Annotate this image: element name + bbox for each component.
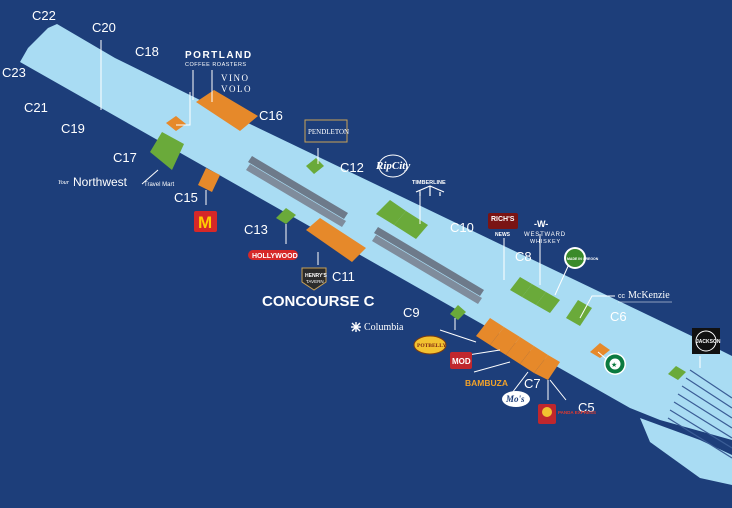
gate-c8[interactable]: C8 — [515, 249, 532, 264]
svg-text:-W-: -W- — [534, 219, 548, 229]
shop-westward[interactable] — [522, 284, 546, 305]
svg-text:Your: Your — [58, 180, 70, 186]
gate-c10[interactable]: C10 — [450, 220, 474, 235]
gate-c7[interactable]: C7 — [524, 376, 541, 391]
shop-c9[interactable] — [450, 305, 466, 320]
svg-text:Mo's: Mo's — [505, 394, 525, 404]
shop-made-in-oregon[interactable] — [536, 292, 560, 313]
westward-whiskey-logo[interactable]: -W- WESTWARD WHISKEY — [524, 219, 566, 245]
svg-text:WESTWARD: WESTWARD — [524, 232, 566, 238]
shop-c15[interactable] — [198, 168, 220, 192]
gate-c18[interactable]: C18 — [135, 44, 159, 59]
pendleton-logo[interactable]: PENDLETON — [304, 119, 349, 143]
gate-c6[interactable]: C6 — [610, 309, 627, 324]
shop-potbelly[interactable] — [476, 318, 504, 345]
shop-ripcity[interactable] — [376, 200, 406, 225]
svg-text:RICH'S: RICH'S — [491, 216, 515, 223]
svg-text:McKenzie: McKenzie — [628, 290, 670, 301]
retail-shops — [150, 132, 686, 380]
svg-text:M: M — [198, 213, 212, 232]
columbia-logo[interactable]: Columbia — [351, 322, 404, 333]
svg-text:VINO: VINO — [221, 73, 250, 83]
mcdonalds-logo[interactable]: M — [194, 211, 217, 232]
mos-logo[interactable]: Mo's — [502, 391, 530, 407]
potbelly-logo[interactable]: POTBELLY — [413, 335, 447, 355]
gate-c16[interactable]: C16 — [259, 108, 283, 123]
starbucks-logo[interactable]: ★ — [604, 353, 626, 375]
svg-text:HOLLYWOOD: HOLLYWOOD — [252, 253, 298, 260]
svg-text:NEWS: NEWS — [495, 232, 511, 238]
hollywood-logo[interactable]: HOLLYWOOD — [248, 250, 298, 260]
shop-timberline[interactable] — [394, 211, 428, 239]
svg-text:MOD: MOD — [452, 357, 471, 366]
svg-text:VOLO: VOLO — [221, 84, 252, 94]
jackson-logo[interactable]: JACKSON — [692, 328, 721, 354]
svg-text:PENDLETON: PENDLETON — [308, 128, 349, 136]
shop-c11[interactable] — [306, 218, 366, 262]
gate-c13[interactable]: C13 — [244, 222, 268, 237]
henrys-tavern-logo[interactable]: HENRY'S TAVERN — [301, 267, 328, 291]
svg-text:WHISKEY: WHISKEY — [530, 239, 561, 245]
shop-pendleton[interactable] — [306, 158, 324, 174]
shop-c13[interactable] — [276, 208, 296, 224]
mckenzie-logo[interactable]: cc McKenzie — [618, 290, 672, 303]
northwest-logo[interactable]: Your Northwest Travel Mart — [58, 175, 174, 189]
gate-c20[interactable]: C20 — [92, 20, 116, 35]
gate-c21[interactable]: C21 — [24, 100, 48, 115]
shop-c5[interactable] — [668, 366, 686, 380]
svg-text:POTBELLY: POTBELLY — [417, 343, 446, 349]
concourse-connector — [640, 418, 732, 485]
moving-walkway — [246, 156, 348, 227]
gate-c17[interactable]: C17 — [113, 150, 137, 165]
concourse-label: CONCOURSE C — [262, 293, 375, 310]
svg-text:★: ★ — [611, 361, 617, 369]
gate-labels: C22 C20 C23 C18 C21 C19 C16 C17 C15 C12 … — [2, 8, 627, 415]
svg-text:TIMBERLINE: TIMBERLINE — [412, 180, 446, 186]
svg-text:Columbia: Columbia — [364, 322, 404, 333]
timberline-logo[interactable]: TIMBERLINE — [412, 180, 446, 196]
mod-logo[interactable]: MOD — [450, 352, 472, 369]
svg-text:Northwest: Northwest — [73, 175, 128, 189]
shop-panda[interactable] — [534, 355, 560, 380]
vino-volo-logo[interactable]: VINO VOLO — [221, 73, 252, 94]
gate-c9[interactable]: C9 — [403, 305, 420, 320]
svg-text:BAMBUZA: BAMBUZA — [465, 378, 508, 388]
shop-c16-small[interactable] — [166, 116, 186, 131]
shop-c6[interactable] — [590, 343, 610, 358]
shop-mckenzie[interactable] — [566, 300, 592, 326]
moving-walkway — [372, 227, 484, 304]
gate-c12[interactable]: C12 — [340, 160, 364, 175]
gate-c19[interactable]: C19 — [61, 121, 85, 136]
shop-mos[interactable] — [520, 346, 548, 373]
shop-bambuza[interactable] — [506, 337, 534, 364]
svg-text:RipCity: RipCity — [375, 160, 410, 172]
gate-c22[interactable]: C22 — [32, 8, 56, 23]
ripcity-logo[interactable]: RipCity — [375, 154, 410, 178]
gate-c5[interactable]: C5 — [578, 400, 595, 415]
bambuza-logo[interactable]: BAMBUZA — [465, 378, 508, 388]
svg-text:COFFEE ROASTERS: COFFEE ROASTERS — [185, 62, 247, 68]
portland-coffee-logo[interactable]: PORTLAND COFFEE ROASTERS — [185, 50, 253, 68]
svg-text:HENRY'S: HENRY'S — [305, 273, 328, 279]
svg-text:JACKSON: JACKSON — [696, 339, 721, 345]
gate-c23[interactable]: C23 — [2, 65, 26, 80]
svg-text:PANDA EXPRESS: PANDA EXPRESS — [558, 410, 596, 415]
svg-text:cc: cc — [618, 293, 626, 300]
made-in-oregon-logo[interactable]: MADE IN OREGON — [564, 247, 599, 269]
svg-text:PORTLAND: PORTLAND — [185, 50, 253, 61]
shop-mod[interactable] — [490, 327, 520, 355]
gate-c11[interactable]: C11 — [332, 269, 355, 284]
panda-express-logo[interactable]: PANDA EXPRESS — [538, 404, 596, 424]
svg-text:TAVERN: TAVERN — [306, 279, 324, 284]
leader-lines — [100, 40, 701, 401]
moving-walkway-stripes — [667, 369, 732, 459]
richs-news-logo[interactable]: RICH'S NEWS — [488, 213, 518, 238]
gate-c15[interactable]: C15 — [174, 190, 198, 205]
svg-text:MADE IN OREGON: MADE IN OREGON — [567, 257, 599, 261]
svg-text:Travel Mart: Travel Mart — [144, 182, 174, 188]
shop-richs[interactable] — [510, 277, 532, 297]
shop-northwest[interactable] — [150, 132, 184, 170]
